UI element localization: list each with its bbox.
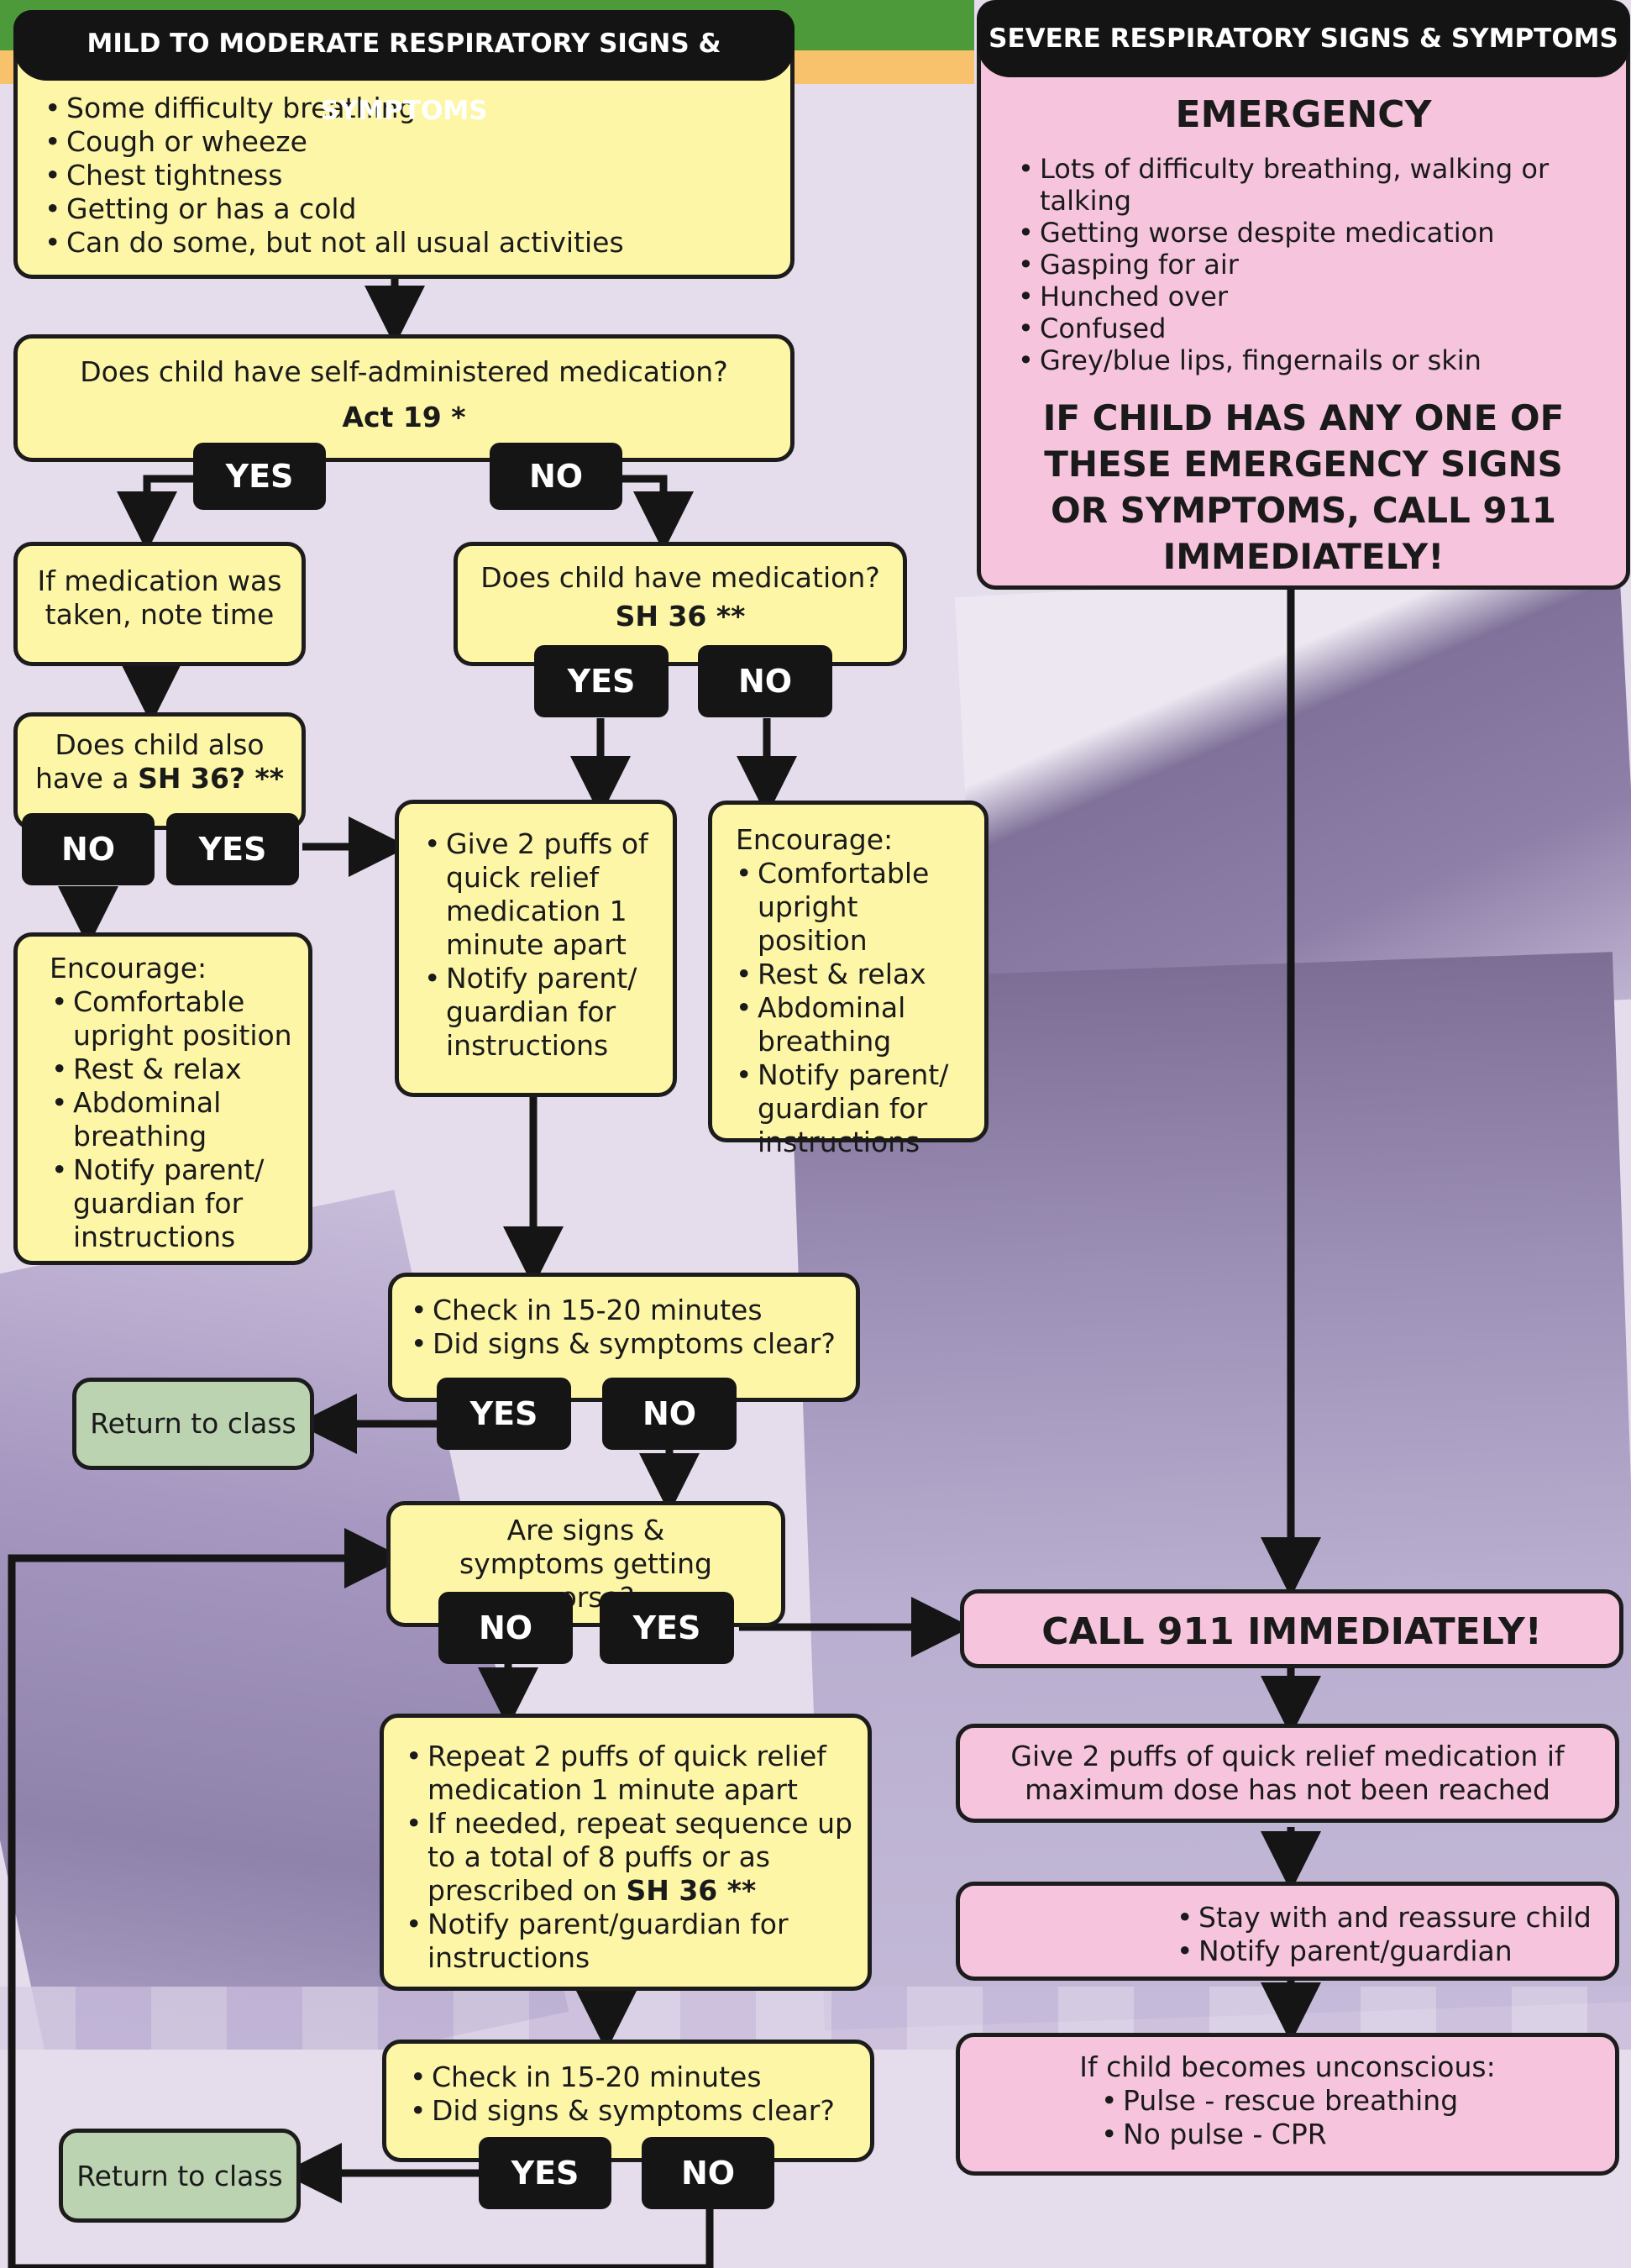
repeat-puffs-ref: SH 36 ** xyxy=(626,1874,757,1907)
list-item: Grey/blue lips, fingernails or skin xyxy=(1018,344,1618,376)
arrow-yes-to-note xyxy=(117,475,193,552)
repeat-puffs-list: Repeat 2 puffs of quick relief medicatio… xyxy=(404,1740,859,1975)
unconscious-box: If child becomes unconscious: Pulse - re… xyxy=(956,2033,1619,2176)
list-item: Chest tightness xyxy=(45,159,774,192)
unconscious-title: If child becomes unconscious: xyxy=(1079,2050,1496,2083)
self-admin-yes: YES xyxy=(193,443,326,510)
list-item: Hunched over xyxy=(1018,281,1618,312)
encourage-left-box: Encourage: Comfortable upright position … xyxy=(13,932,312,1265)
emergency-callout: IF CHILD HAS ANY ONE OF THESE EMERGENCY … xyxy=(1042,397,1565,577)
list-item: Check in 15-20 minutes xyxy=(410,2061,862,2094)
list-item: Notify parent/ guardian for instructions xyxy=(51,1153,300,1254)
encourage-left-title: Encourage: xyxy=(50,952,207,984)
repeat-puffs-item2-text: If needed, repeat sequence up to a total… xyxy=(427,1807,852,1907)
list-item: If needed, repeat sequence up to a total… xyxy=(406,1807,859,1908)
has-medication-text: Does child have medication? xyxy=(480,561,880,594)
list-item: Getting worse despite medication xyxy=(1018,217,1618,249)
list-item: Did signs & symptoms clear? xyxy=(411,1327,847,1361)
note-time-box: If medication was taken, note time xyxy=(13,542,306,666)
severe-symptoms-list: Lots of difficulty breathing, walking or… xyxy=(1016,153,1618,376)
list-item: Confused xyxy=(1018,312,1618,344)
return-to-class-1: Return to class xyxy=(72,1378,314,1470)
list-item: Pulse - rescue breathing xyxy=(1101,2084,1615,2118)
encourage-right-title: Encourage: xyxy=(736,823,894,856)
note-time-text: If medication was taken, note time xyxy=(37,564,282,631)
list-item: Can do some, but not all usual activitie… xyxy=(45,226,774,260)
also-sh36-ref: SH 36? ** xyxy=(138,762,285,795)
getting-worse-yes: YES xyxy=(600,1592,734,1664)
give-puffs-max-box: Give 2 puffs of quick relief medication … xyxy=(956,1724,1619,1823)
call-911-label: CALL 911 IMMEDIATELY! xyxy=(1041,1610,1542,1653)
list-item: Rest & relax xyxy=(51,1053,300,1086)
self-admin-question-text: Does child have self-administered medica… xyxy=(80,355,728,388)
also-sh36-question: Does child also have a SH 36? ** xyxy=(13,712,306,830)
severe-symptoms-panel: EMERGENCY Lots of difficulty breathing, … xyxy=(977,4,1630,590)
also-sh36-no: NO xyxy=(22,813,155,885)
stay-with-box: Stay with and reassure child Notify pare… xyxy=(956,1882,1619,1981)
list-item: Notify parent/guardian xyxy=(1177,1935,1615,1968)
check-2-yes: YES xyxy=(479,2137,611,2209)
list-item: Cough or wheeze xyxy=(45,125,774,159)
encourage-right-box: Encourage: Comfortable upright position … xyxy=(708,801,989,1158)
has-medication-ref: SH 36 ** xyxy=(615,600,746,633)
also-sh36-yes: YES xyxy=(166,813,299,885)
list-item: Comfortable upright position xyxy=(736,857,976,958)
has-medication-question: Does child have medication? SH 36 ** xyxy=(454,542,907,666)
check-2-no: NO xyxy=(642,2137,774,2209)
getting-worse-no: NO xyxy=(438,1592,573,1664)
list-item: Check in 15-20 minutes xyxy=(411,1294,847,1327)
list-item: Gasping for air xyxy=(1018,249,1618,281)
list-item: Comfortable upright position xyxy=(51,985,300,1053)
give-puffs-list: Give 2 puffs of quick relief medication … xyxy=(422,827,666,1063)
has-medication-yes: YES xyxy=(534,645,669,717)
return-to-class-2: Return to class xyxy=(59,2129,301,2223)
list-item: Notify parent/ guardian for instructions xyxy=(736,1058,976,1159)
list-item: Notify parent/guardian for instructions xyxy=(406,1908,859,1975)
give-puffs-box: Give 2 puffs of quick relief medication … xyxy=(395,800,677,1097)
self-admin-question: Does child have self-administered medica… xyxy=(13,334,795,462)
arrow-no-to-hasmed xyxy=(621,475,694,552)
check-1-no: NO xyxy=(602,1378,737,1450)
has-medication-no: NO xyxy=(698,645,832,717)
repeat-puffs-box: Repeat 2 puffs of quick relief medicatio… xyxy=(380,1714,872,1991)
list-item: Did signs & symptoms clear? xyxy=(410,2094,862,2128)
list-item: Rest & relax xyxy=(736,958,976,991)
self-admin-no: NO xyxy=(490,443,622,510)
self-admin-ref: Act 19 * xyxy=(342,401,466,433)
list-item: Abdominal breathing xyxy=(51,1086,300,1153)
stay-with-list: Stay with and reassure child Notify pare… xyxy=(1173,1901,1615,1968)
encourage-right-list: Comfortable upright position Rest & rela… xyxy=(736,857,976,1159)
check-1-list: Check in 15-20 minutes Did signs & sympt… xyxy=(411,1294,847,1361)
list-item: Repeat 2 puffs of quick relief medicatio… xyxy=(406,1740,859,1807)
check-2-list: Check in 15-20 minutes Did signs & sympt… xyxy=(410,2061,862,2128)
return-to-class-1-label: Return to class xyxy=(90,1407,296,1440)
list-item: Stay with and reassure child xyxy=(1177,1901,1615,1935)
list-item: Some difficulty breathing xyxy=(45,92,774,125)
arrow-check2-no-loop xyxy=(8,1558,714,2268)
give-puffs-max-text: Give 2 puffs of quick relief medication … xyxy=(1010,1740,1565,1806)
list-item: Getting or has a cold xyxy=(45,192,774,226)
list-item: Give 2 puffs of quick relief medication … xyxy=(424,827,666,962)
getting-worse-text: Are signs & symptoms getting worse? xyxy=(459,1514,712,1614)
check-1-yes: YES xyxy=(437,1378,571,1450)
severe-panel-header: SEVERE RESPIRATORY SIGNS & SYMPTOMS xyxy=(977,0,1630,77)
mild-panel-header: MILD TO MODERATE RESPIRATORY SIGNS & SYM… xyxy=(13,10,795,126)
mild-symptoms-list: Some difficulty breathing Cough or wheez… xyxy=(34,92,774,260)
unconscious-list: Pulse - rescue breathing No pulse - CPR xyxy=(960,2084,1615,2151)
check-box-2: Check in 15-20 minutes Did signs & sympt… xyxy=(382,2040,874,2162)
also-sh36-text: Does child also have a xyxy=(34,728,265,795)
encourage-left-list: Comfortable upright position Rest & rela… xyxy=(51,985,300,1254)
call-911-box: CALL 911 IMMEDIATELY! xyxy=(960,1589,1623,1668)
list-item: Lots of difficulty breathing, walking or… xyxy=(1018,153,1618,217)
list-item: Notify parent/ guardian for instructions xyxy=(424,962,666,1063)
list-item: Abdominal breathing xyxy=(736,991,976,1058)
emergency-title: EMERGENCY xyxy=(1175,93,1432,136)
list-item: No pulse - CPR xyxy=(1101,2118,1615,2151)
return-to-class-2-label: Return to class xyxy=(76,2160,283,2192)
